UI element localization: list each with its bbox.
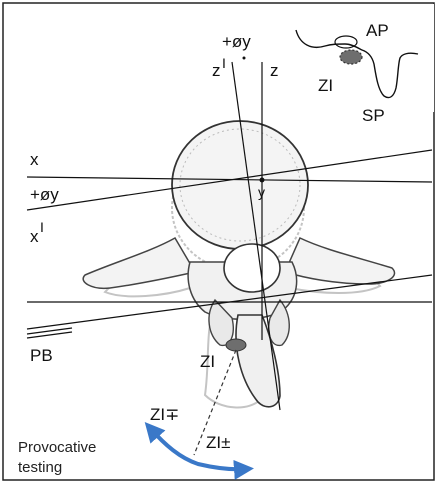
inset-ap-label: AP (366, 21, 389, 40)
rot-y-left-label: +øy (30, 185, 59, 204)
vertebra (83, 121, 394, 407)
rot-y-top-label: +øy (222, 32, 251, 51)
left-transverse-process (83, 238, 195, 288)
x-label: x (30, 150, 39, 169)
inset: AP ZI SP (290, 4, 434, 125)
zygapophyseal-joint (226, 339, 246, 351)
zi-main-label: ZI (200, 352, 215, 371)
zi-plus-minus-label: ZI± (206, 433, 230, 452)
x-prime-sup: I (40, 219, 44, 235)
z-prime-sup: I (222, 55, 226, 71)
z-label: z (270, 61, 279, 80)
provocative-arrow (150, 428, 246, 469)
x-prime-label: x (30, 227, 39, 246)
inset-zi-label: ZI (318, 76, 333, 95)
right-transverse-process (285, 238, 395, 284)
provocative-label: Provocative (18, 439, 96, 456)
pb-label: PB (30, 346, 53, 365)
origin-point (260, 178, 265, 183)
zi-minus-plus-label: ZI∓ (150, 405, 179, 424)
testing-label: testing (18, 459, 62, 476)
z-prime-label: z (212, 61, 221, 80)
inset-zi-oval (340, 50, 362, 64)
inset-sp-label: SP (362, 106, 385, 125)
y-label: y (258, 184, 265, 200)
spinal-canal (224, 244, 280, 292)
rotation-point (243, 57, 246, 60)
